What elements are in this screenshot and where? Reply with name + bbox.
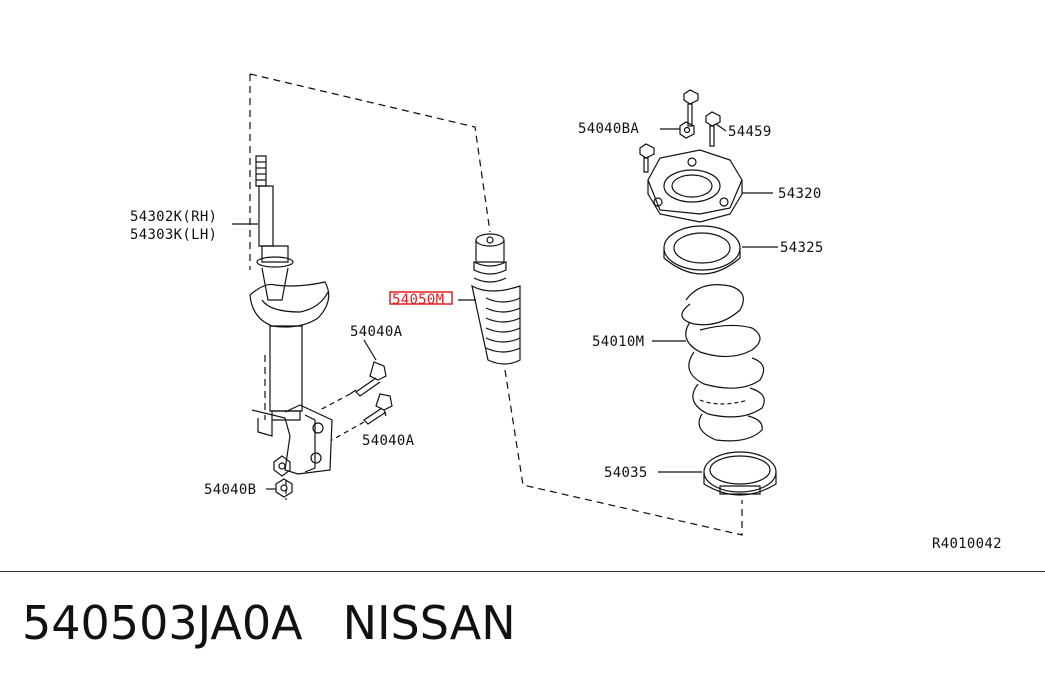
- nut-54040ba[interactable]: [680, 122, 694, 138]
- nut-54040b[interactable]: [274, 456, 292, 497]
- label-spring: 54010M: [592, 334, 644, 350]
- exploded-parts-diagram: 54302K(RH) 54303K(LH) 54050M 54040A 5404…: [130, 73, 1002, 552]
- spring-seat[interactable]: [704, 452, 776, 495]
- bound-bumper[interactable]: [472, 234, 520, 364]
- brand-name: NISSAN: [342, 596, 516, 650]
- label-strut-rh: 54302K(RH): [130, 209, 217, 225]
- mount-bolt-top[interactable]: [684, 90, 698, 126]
- highlight-box: [389, 291, 453, 305]
- label-nut-lower: 54040B: [204, 482, 256, 498]
- label-bolt-upper: 54040A: [350, 324, 403, 340]
- label-bound-bumper[interactable]: 54050M: [392, 292, 444, 308]
- divider: [0, 571, 1045, 572]
- label-bearing: 54325: [780, 240, 824, 256]
- part-caption: 540503JA0A NISSAN: [22, 596, 516, 650]
- bolt-54040a-lower[interactable]: [364, 394, 392, 424]
- strut-mount[interactable]: [648, 150, 742, 222]
- part-number: 540503JA0A: [22, 596, 303, 650]
- bolt-54040a-upper[interactable]: [350, 362, 386, 396]
- label-strut-lh: 54303K(LH): [130, 227, 217, 243]
- mount-bolt-left[interactable]: [640, 144, 654, 172]
- strut-assembly[interactable]: [250, 156, 332, 474]
- label-mount: 54320: [778, 186, 822, 202]
- bearing[interactable]: [664, 226, 740, 274]
- mount-bolt-54459[interactable]: [706, 112, 720, 146]
- label-seat: 54035: [604, 465, 648, 481]
- label-bolt-lower: 54040A: [362, 433, 415, 449]
- coil-spring[interactable]: [682, 285, 764, 441]
- label-ref-code: R4010042: [932, 536, 1002, 552]
- label-nut-upper: 54040BA: [578, 121, 639, 137]
- assembly-outline: [249, 73, 743, 536]
- label-mount-bolt: 54459: [728, 124, 772, 140]
